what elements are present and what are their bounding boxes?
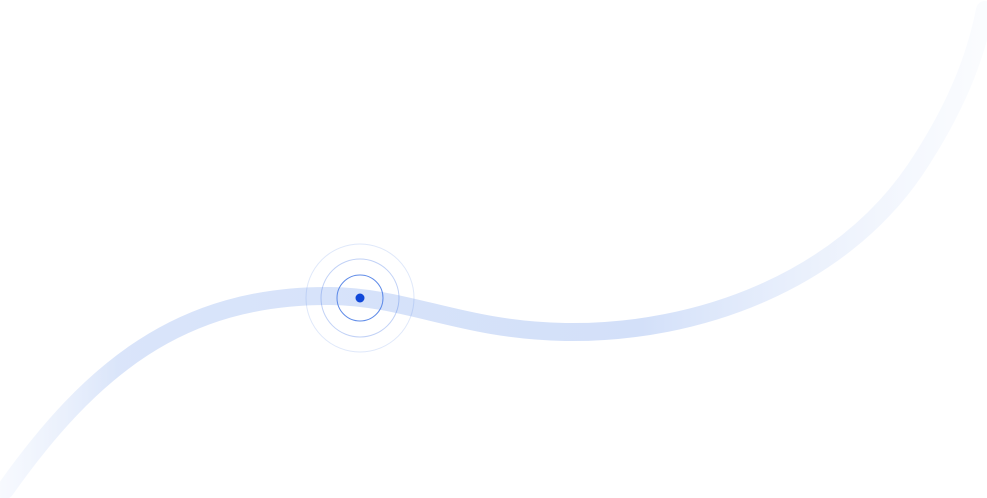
location-pulse-icon[interactable] (305, 243, 415, 353)
marker-dot (355, 293, 365, 303)
pulse-ring-inner (336, 274, 384, 322)
pulse-ring-outer (305, 243, 415, 353)
pulse-ring-middle (320, 258, 400, 338)
